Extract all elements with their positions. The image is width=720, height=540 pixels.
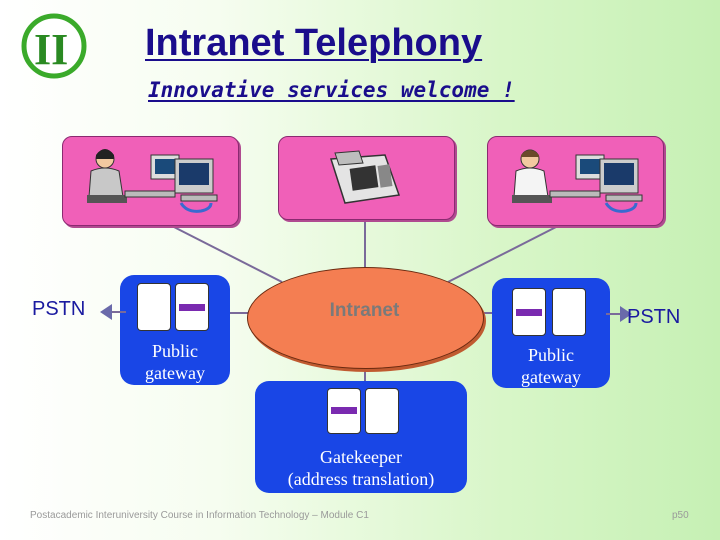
desk-telephone-icon [329,150,401,204]
user-workstation-icon [87,149,218,213]
gatekeeper-device-icon [365,388,399,434]
gateway-device-icon [552,288,586,336]
public-gateway-right [492,278,610,388]
logo-text: II [34,25,68,74]
gateway-device-icon [137,283,171,331]
workstation-box-right [487,136,664,226]
gatekeeper-box [255,381,467,493]
footer-course: Postacademic Interuniversity Course in I… [30,510,369,521]
gateway-label-right: Public gateway [521,345,581,387]
footer-page-number: p50 [672,510,689,521]
gatekeeper-label-title: Gatekeeper [320,447,402,467]
intranet-cloud [247,267,484,369]
gatekeeper-device-icon [327,388,361,434]
page-title: Intranet Telephony [145,22,483,64]
workstation-box-left [62,136,239,226]
line-workstation-right [447,224,561,283]
logo-ii-icon: II [21,13,87,79]
arrow-left-icon [100,304,126,320]
pstn-label-right: PSTN [627,306,681,328]
gateway-device-icon [175,283,209,331]
line-workstation-left [169,224,283,283]
user-workstation-icon [512,149,643,213]
page-subtitle: Innovative services welcome ! [148,78,515,102]
arrow-right-icon [606,306,632,322]
gateway-device-icon [512,288,546,336]
telephone-box [278,136,455,220]
gatekeeper-label-subtitle: (address translation) [287,469,435,489]
pstn-label-left: PSTN [32,298,86,320]
gateway-label-left: Public gateway [145,341,205,383]
intranet-label: Intranet [329,300,400,321]
